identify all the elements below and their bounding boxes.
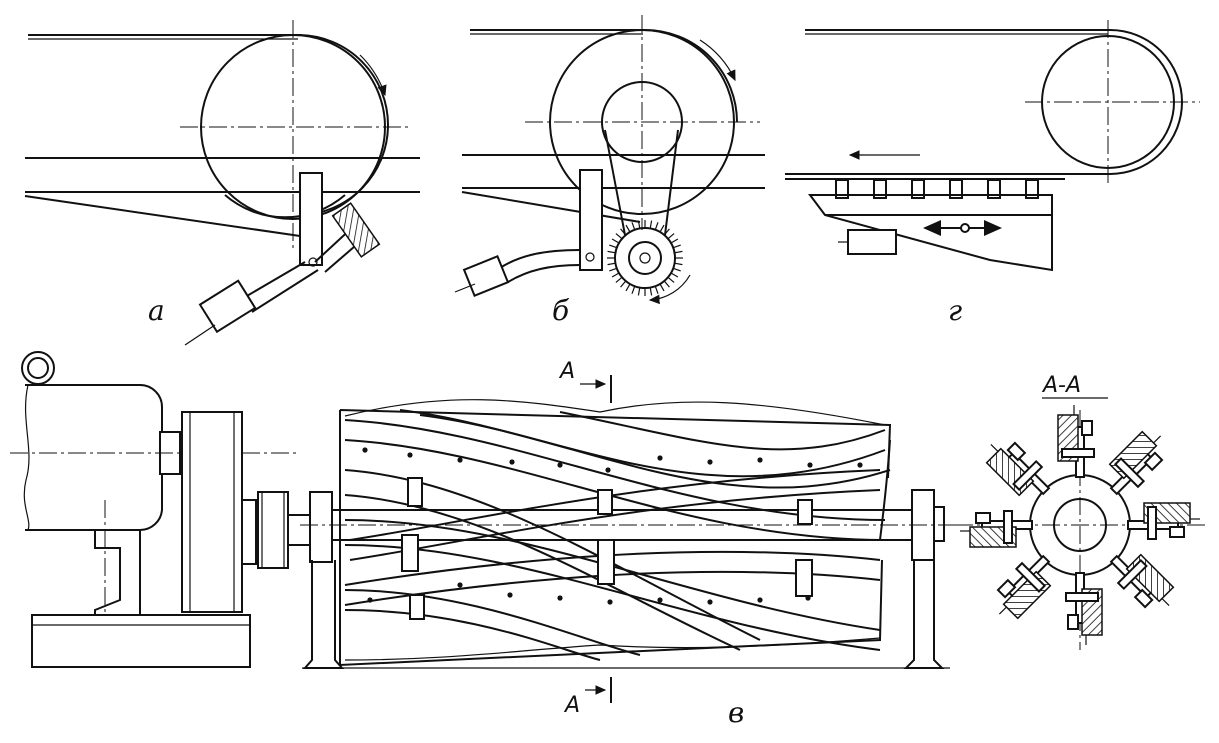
label-v: в (728, 696, 744, 729)
scraper-frame-g (808, 194, 1053, 272)
blade-spokes-section (960, 405, 1200, 645)
rotary-brush-b (614, 227, 676, 289)
shaft-coupling (257, 491, 289, 569)
figure-b: б (454, 15, 765, 327)
vibrator-g (847, 229, 897, 255)
brush-bracket-b (579, 169, 603, 271)
counterweight-b (462, 254, 510, 298)
section-a-a: А-А (955, 373, 1205, 650)
counterweight-a (198, 279, 257, 334)
helical-blades (344, 409, 891, 661)
label-b: б (552, 294, 570, 327)
section-marker-bottom: А (563, 693, 580, 718)
figure-a: а (24, 20, 420, 346)
section-marker-top: А (558, 359, 575, 384)
belt-top-run (28, 34, 390, 216)
scraper-knife-a (331, 202, 381, 258)
figure-g: г (785, 20, 1200, 327)
flywheel (181, 411, 243, 613)
scraper-comb-g (835, 179, 1039, 199)
section-title: А-А (1041, 373, 1081, 398)
motor-base (31, 614, 251, 668)
label-g: г (948, 294, 962, 327)
scraper-bracket-a (299, 172, 323, 266)
lifting-eye (27, 357, 49, 379)
blade-brackets (401, 477, 813, 620)
electric-motor (25, 384, 163, 532)
label-a: а (148, 294, 165, 327)
bearing-left (309, 491, 333, 563)
figure-v: А А в (10, 351, 960, 729)
